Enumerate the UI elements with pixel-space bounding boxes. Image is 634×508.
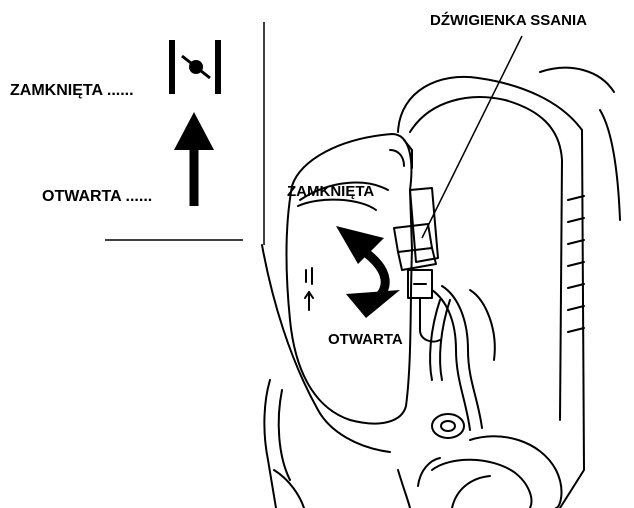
leader-lines: [422, 36, 522, 238]
legend-panel: ZAMKNIĘTA ...... OTWARTA ......: [10, 22, 264, 245]
legend-closed-label: ZAMKNIĘTA ......: [10, 82, 134, 99]
closed-position-label: ZAMKNIĘTA: [287, 183, 374, 200]
choke-lever-label: DŹWIGIENKA SSANIA: [430, 12, 587, 29]
legend-open-label: OTWARTA ......: [42, 188, 152, 205]
open-position-label: OTWARTA: [328, 331, 403, 348]
double-arrow-icon: [336, 226, 400, 318]
engine-illustration: [262, 68, 620, 508]
up-arrow-icon: [174, 112, 214, 206]
choke-closed-icon: [172, 40, 218, 94]
choke-lever-leader: [422, 36, 522, 238]
